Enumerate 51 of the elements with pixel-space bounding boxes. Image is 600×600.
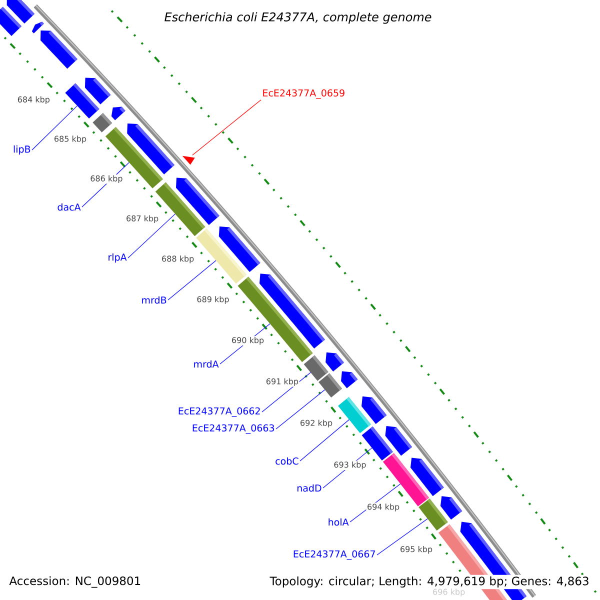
scale-label: 687 kbp [125,214,160,224]
pointed-gene-block [111,106,126,120]
pointed-gene-block [341,371,358,388]
gene-label: EcE24377A_0662 [178,407,260,417]
pointed-gene-block [410,458,444,496]
scale-label: 684 kbp [16,96,51,105]
leader-line [192,100,262,156]
scale-label: 686 kbp [89,174,124,184]
gene-block [92,113,112,132]
scale-label: 689 kbp [196,295,230,305]
scale-label: 694 kbp [366,502,400,512]
gene-label: EcE24377A_0663 [192,424,274,434]
pointed-gene-block [127,124,175,174]
scale-label: 695 kbp [399,545,434,555]
marker-triangle [182,156,195,165]
pointed-gene-block [362,396,387,424]
gene-label: mrdA [194,360,219,368]
leader-line [168,260,216,300]
gene-label: cobC [276,457,298,465]
title: Escherichia coli E24377A, complete genome [164,12,432,24]
gene-label: mrdB [142,296,166,304]
leader-line [276,389,326,430]
scale-label: 693 kbp [332,460,368,470]
gene-label: nadD [297,484,322,492]
pointed-gene-block [326,352,344,372]
leader-line [128,214,176,258]
genome-info-text: Topology: circular; Length: 4,979,619 bp; Genes: 4,863 [268,574,591,590]
scale-label: 685 kbp [53,134,88,144]
gene-label: EcE24377A_0667 [294,550,375,560]
gene-label: dacA [58,203,81,211]
pointed-gene-block [40,30,78,69]
leader-line [262,372,311,412]
pointed-gene-block [385,426,412,456]
scale-label: 691 kbp [265,377,300,387]
gene-label: lipB [14,145,30,155]
gene-label: EcE24377A_0659 [263,89,344,99]
gene-label: rlpA [108,253,127,263]
pointed-gene-block [176,178,220,226]
accession-text: Accession: NC_009801 [9,576,140,588]
pointed-gene-block [440,496,462,520]
gene-block [0,6,22,36]
pointed-gene-block [218,226,260,272]
scale-label: 688 kbp [160,254,195,264]
leader-line [300,419,350,462]
leader-line [32,106,78,150]
leader-line [376,518,428,556]
pointed-gene-block [84,78,111,104]
scale-label: 692 kbp [299,418,334,428]
scale-label: 690 kbp [230,336,265,346]
gene-label: holA [328,518,349,526]
gene-block [318,373,342,398]
